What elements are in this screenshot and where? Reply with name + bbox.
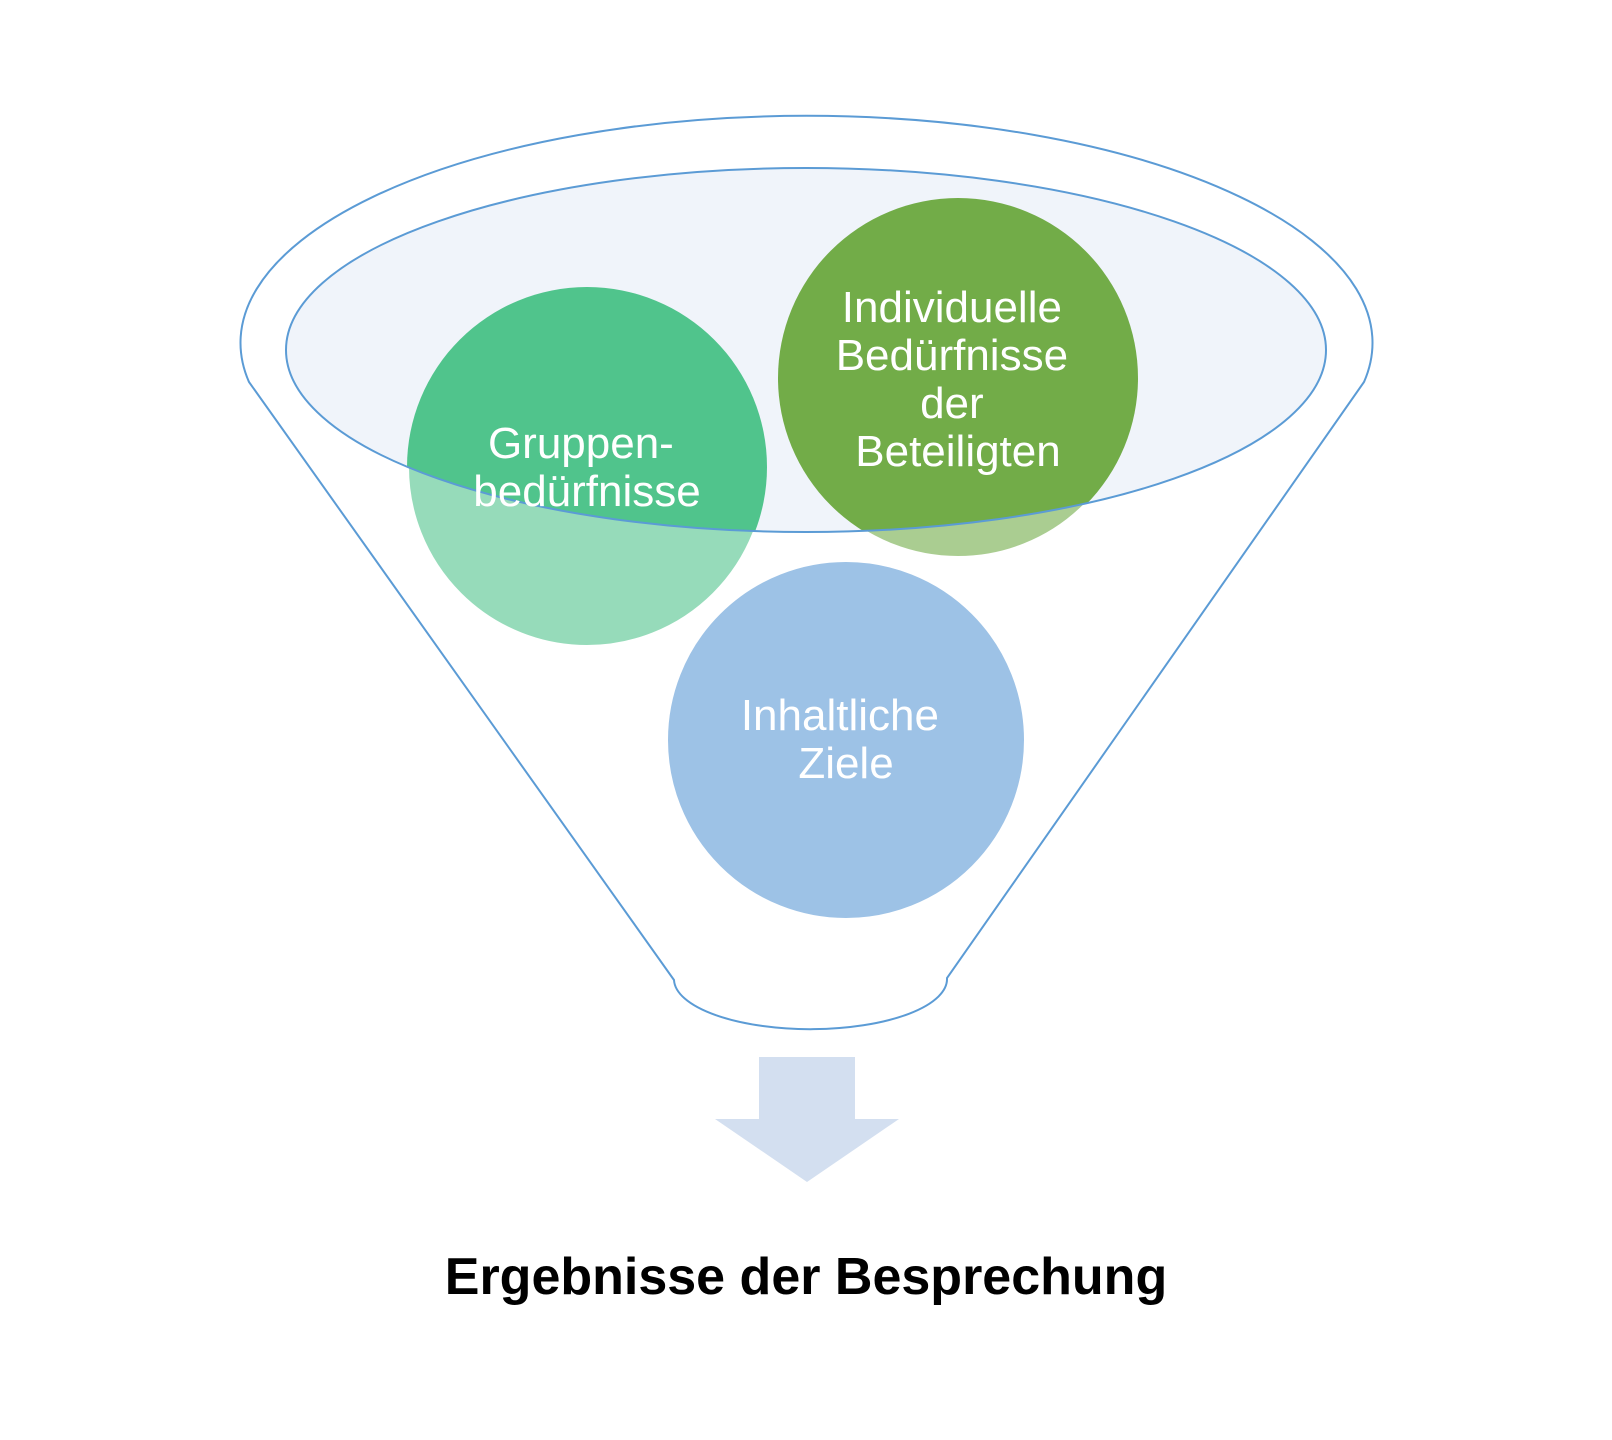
- label-content-goals-line-1: Inhaltliche: [741, 691, 939, 740]
- down-arrow-icon: [715, 1057, 899, 1182]
- label-individual-needs-line-2: Bedürfnisse: [836, 331, 1068, 380]
- label-individual-needs-line-4: Beteiligten: [855, 427, 1060, 476]
- funnel-rim-outline: [285, 167, 1327, 533]
- lower-bubble-tint: [407, 198, 1138, 647]
- label-individual-needs: Individuelle Bedürfnisse der Beteiligten: [836, 283, 1081, 476]
- rim-covered-bubbles: [407, 198, 1138, 532]
- label-individual-needs-line-1: Individuelle: [842, 283, 1062, 332]
- circle-content-goals: [664, 558, 1028, 922]
- result-label: Ergebnisse der Besprechung: [445, 1248, 1167, 1306]
- circle-group-needs-covered: [407, 287, 767, 532]
- circle-group-needs-lower-tint: [407, 287, 767, 647]
- label-group-needs: Gruppen- bedürfnisse: [473, 419, 700, 516]
- label-group-needs-line-1: Gruppen-: [488, 419, 674, 468]
- label-group-needs-line-2: bedürfnisse: [473, 467, 700, 516]
- circle-individual-needs-lower-tint: [778, 198, 1138, 558]
- label-individual-needs-line-3: der: [920, 379, 984, 428]
- label-content-goals: Inhaltliche Ziele: [741, 691, 951, 788]
- circle-individual-needs-covered: [778, 198, 1138, 532]
- label-content-goals-line-2: Ziele: [798, 739, 893, 788]
